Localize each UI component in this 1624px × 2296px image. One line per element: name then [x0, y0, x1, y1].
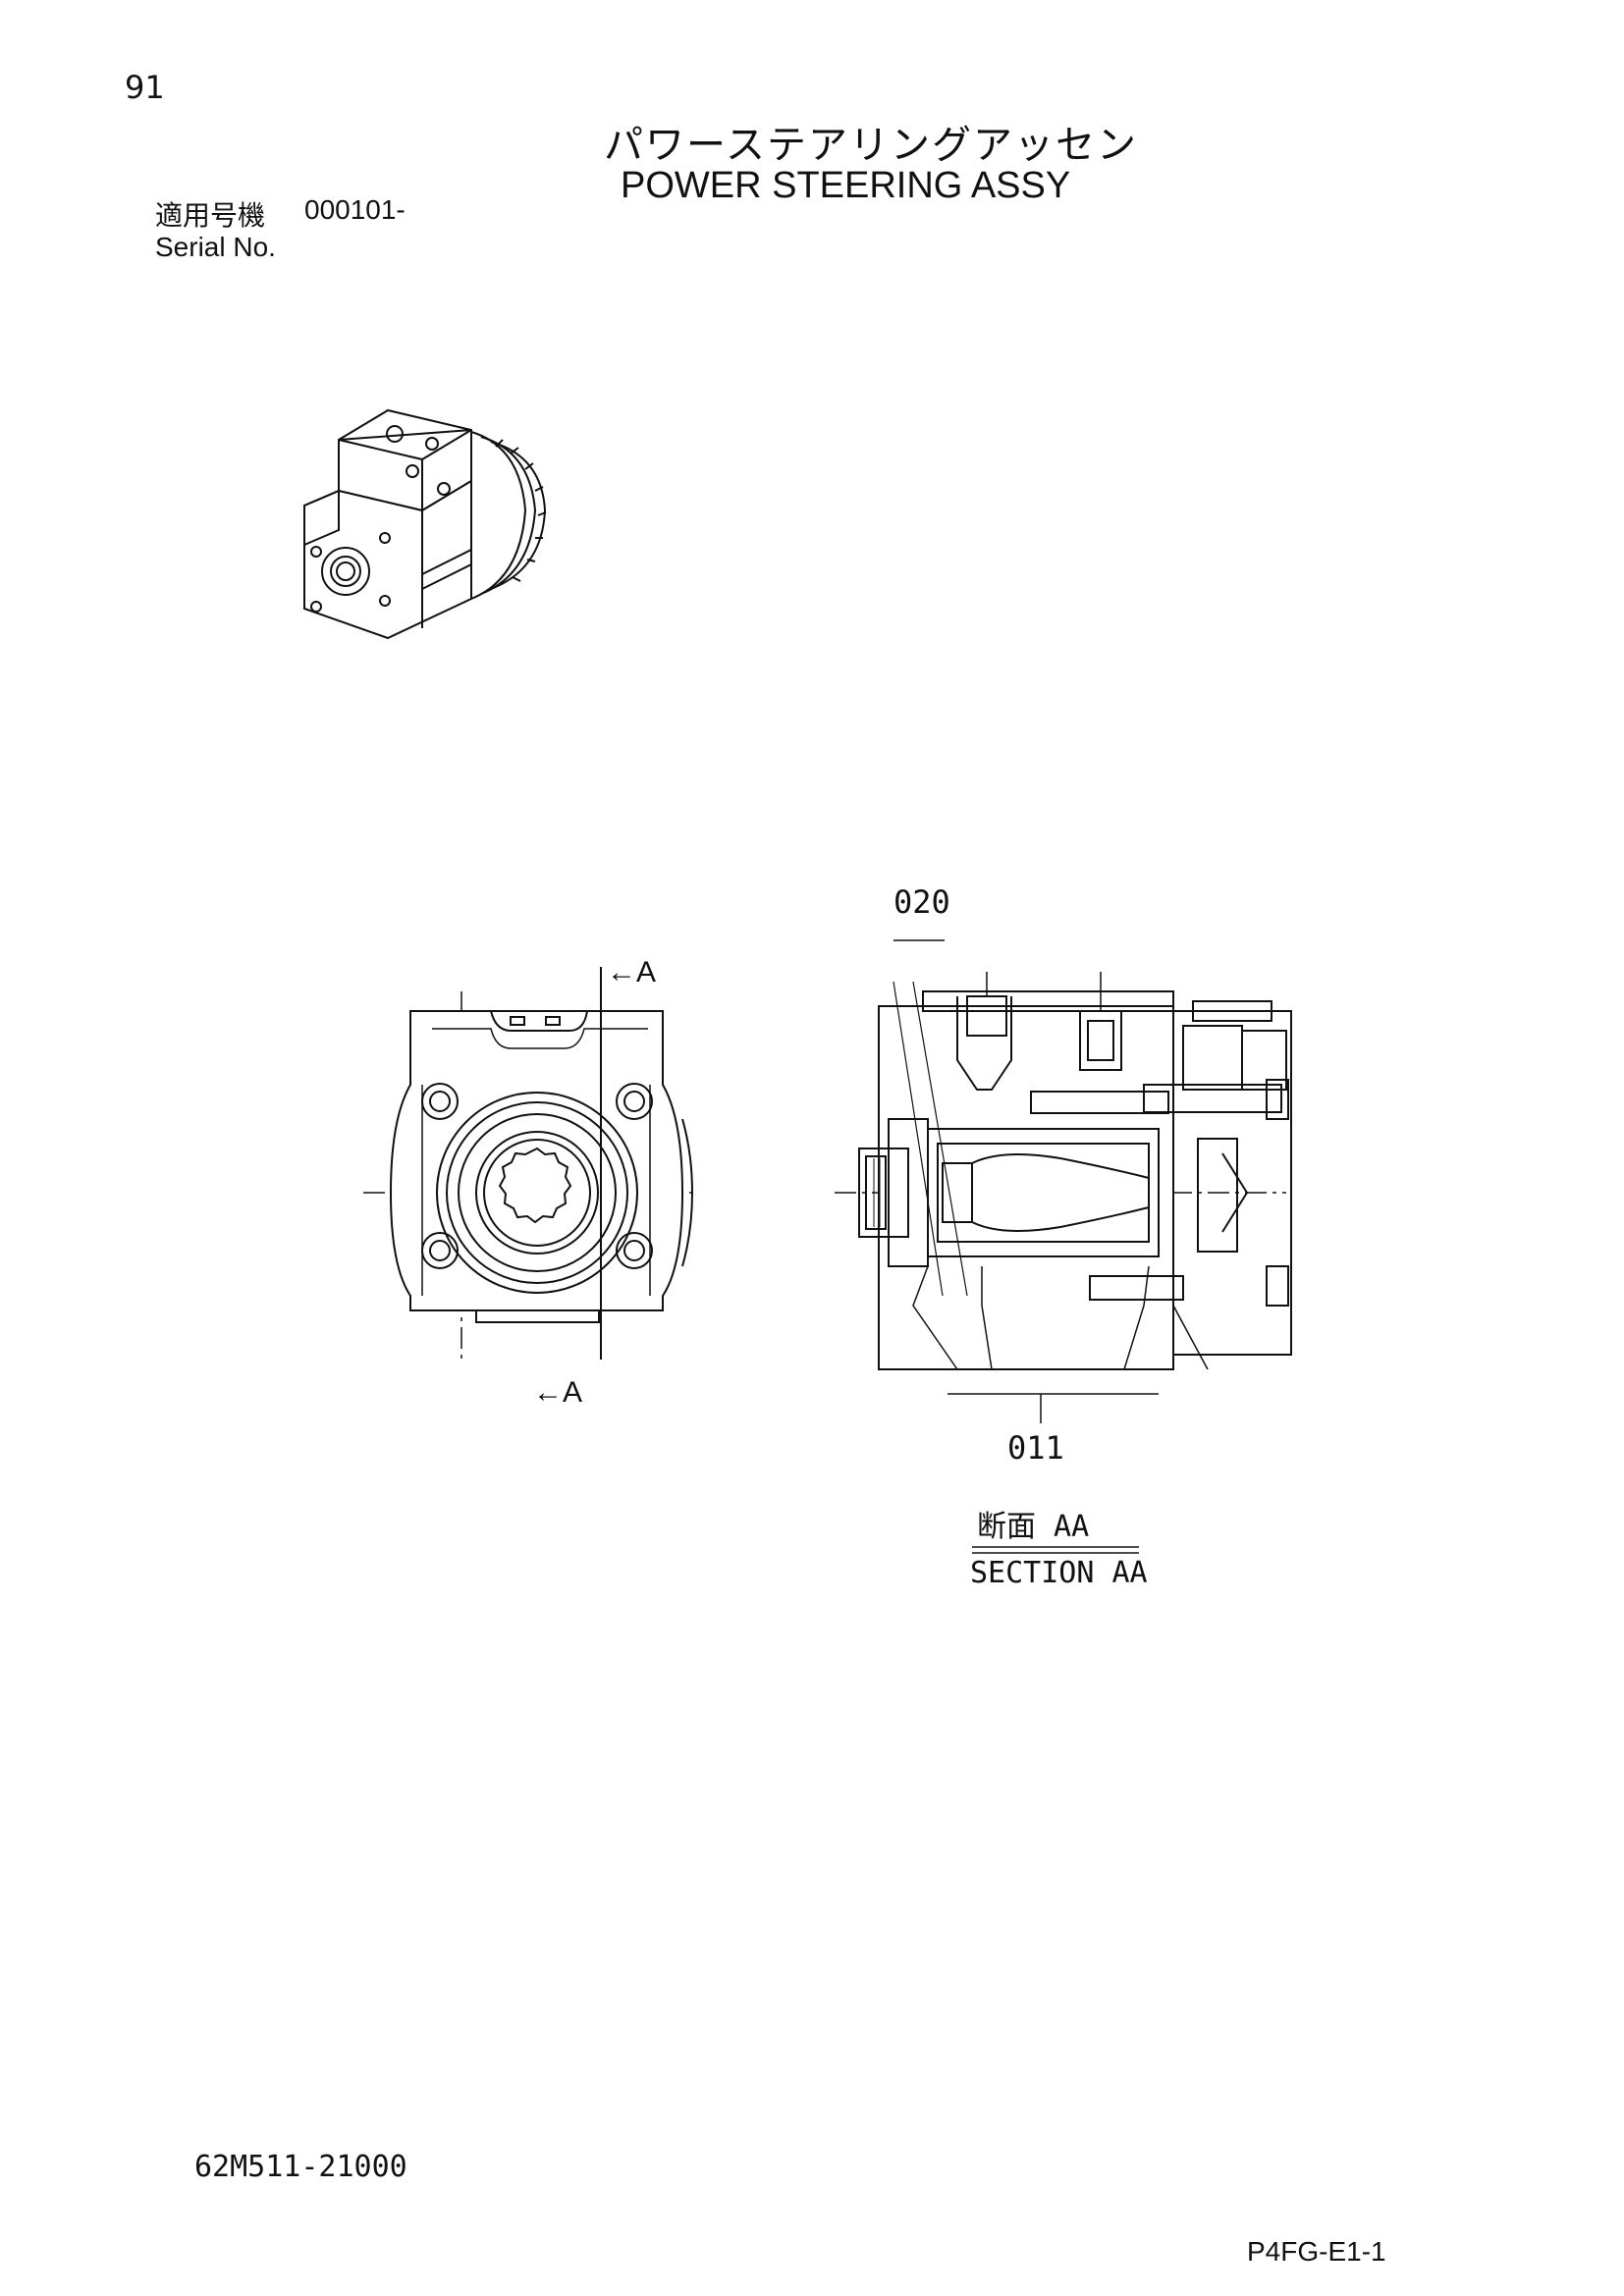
page-code: P4FG-E1-1 [1247, 2236, 1386, 2267]
serial-range: 000101- [304, 194, 406, 225]
section-mark-top: ←A [607, 956, 656, 988]
page-number: 91 [125, 69, 165, 106]
serial-label-english: Serial No. [155, 232, 276, 262]
isometric-view [303, 408, 547, 640]
section-title-japanese: 断面 AA [977, 1510, 1089, 1544]
title-japanese: パワーステアリングアッセン [604, 123, 1138, 168]
callout-011: 011 [1007, 1429, 1064, 1467]
callout-020: 020 [893, 883, 950, 921]
section-mark-bottom: ←A [533, 1376, 582, 1409]
section-view [835, 939, 1292, 1554]
serial-label-japanese: 適用号機 [155, 199, 266, 232]
section-title-english: SECTION AA [970, 1556, 1148, 1590]
front-view [363, 967, 697, 1364]
title-english: POWER STEERING ASSY [621, 165, 1071, 206]
drawing-number: 62M511-21000 [194, 2150, 407, 2184]
